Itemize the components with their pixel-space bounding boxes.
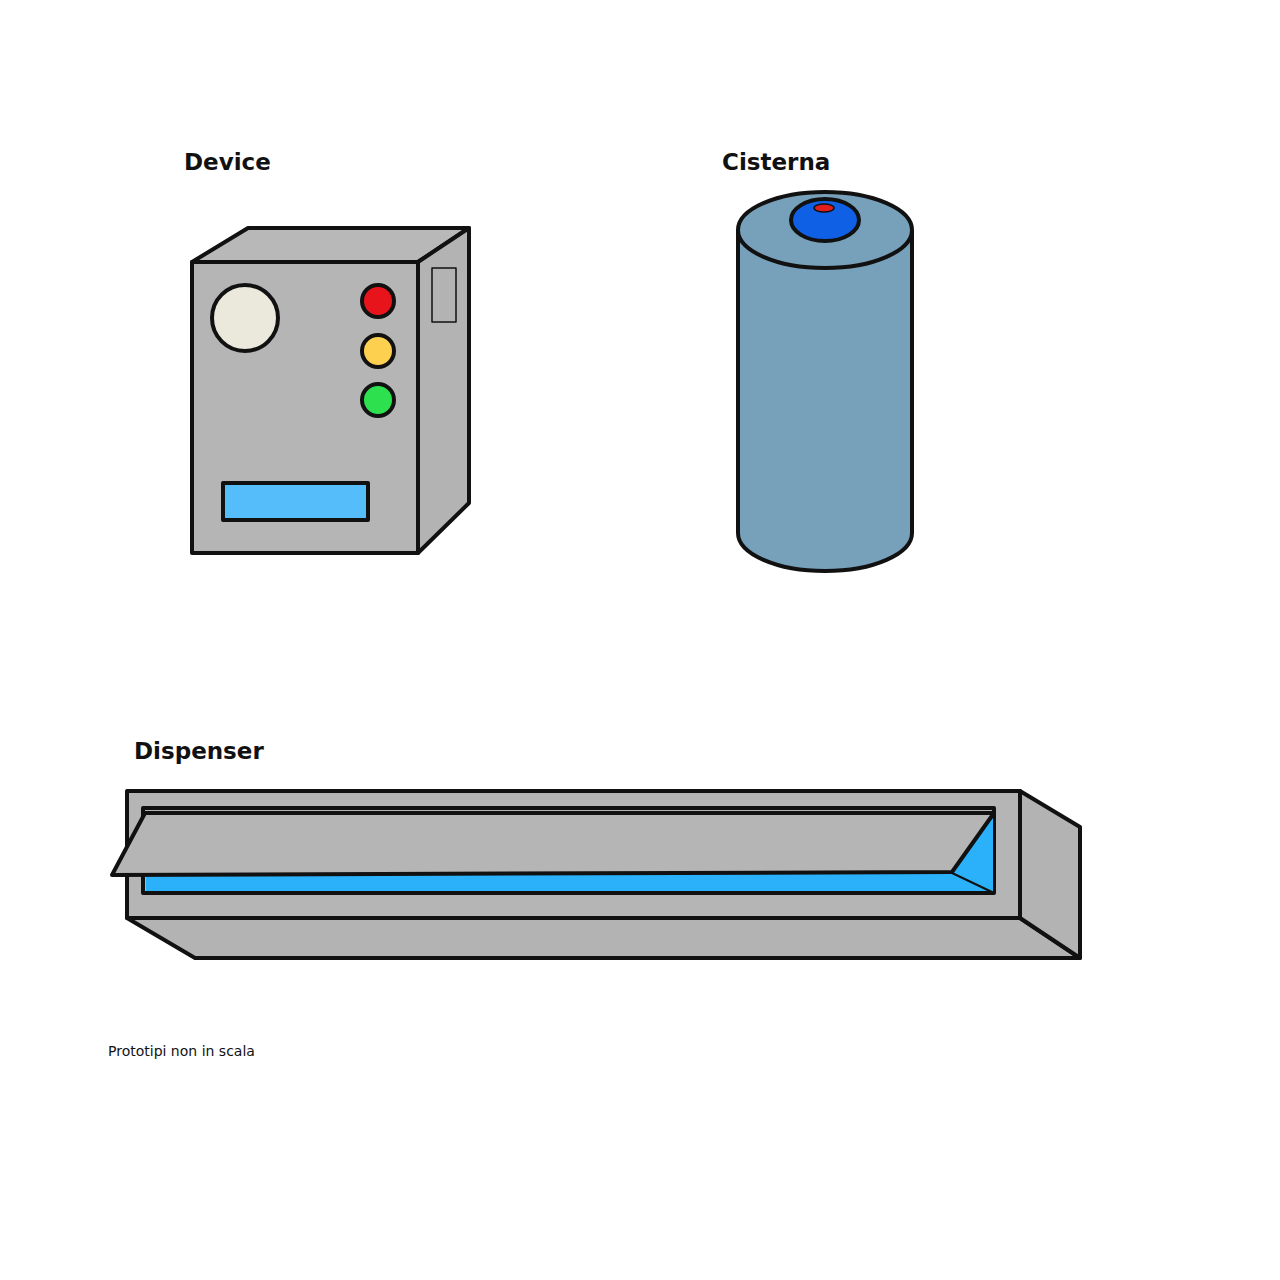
part-name: Device [184,149,271,175]
tank-drawing [738,192,912,571]
dispenser-drawing [112,791,1080,958]
note: Prototipi non in scala [108,1043,255,1059]
part-name: Dispenser [134,738,264,764]
device-drawing [192,228,469,553]
part-name: Cisterna [722,149,830,175]
